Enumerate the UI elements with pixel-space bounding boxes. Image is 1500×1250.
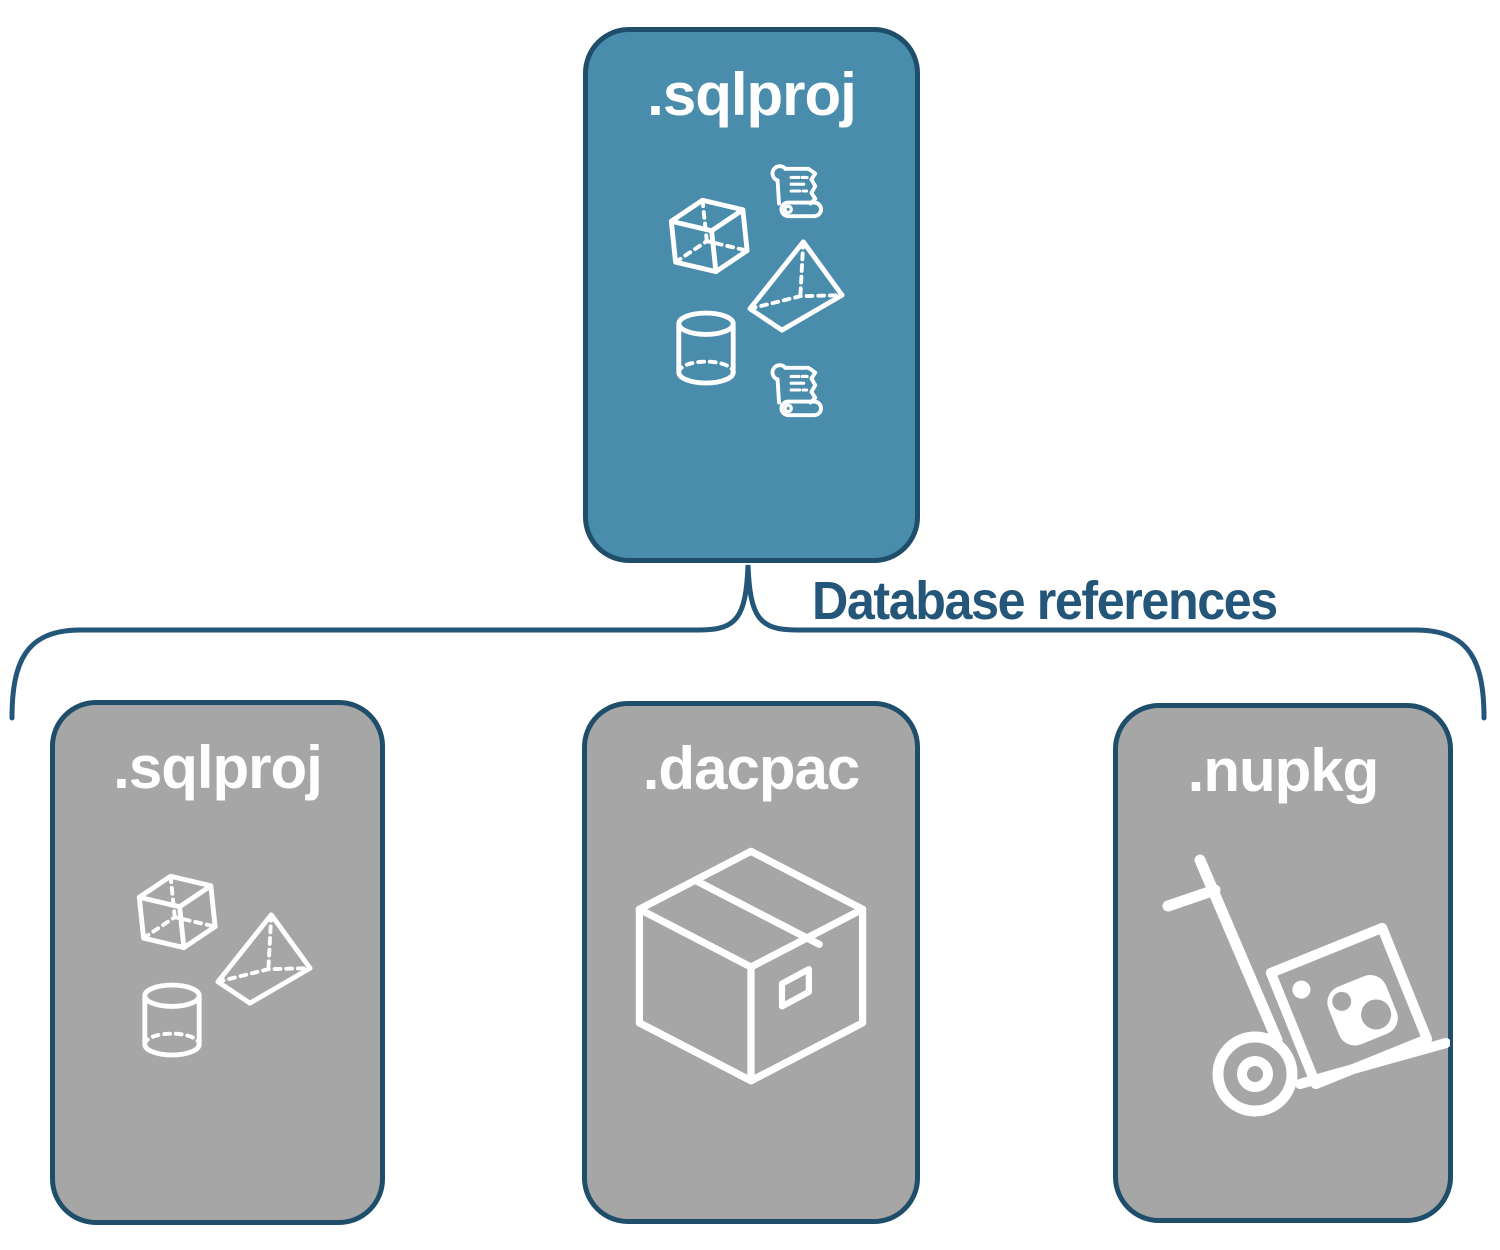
- cylinder-icon: [672, 309, 740, 389]
- scroll-icon: [765, 361, 823, 419]
- pyramid-icon: [744, 237, 848, 334]
- node-sqlproj-root: .sqlproj: [583, 27, 920, 563]
- node-title: .nupkg: [1187, 737, 1380, 804]
- cube-icon: [661, 186, 758, 283]
- scroll-icon: [765, 162, 823, 220]
- cube-icon: [129, 862, 226, 959]
- cylinder-icon: [138, 981, 206, 1061]
- node-title: .dacpac: [642, 735, 860, 802]
- hand-truck-icon: [1160, 854, 1450, 1119]
- node-nupkg: .nupkg: [1113, 703, 1453, 1223]
- pyramid-icon: [212, 910, 316, 1007]
- package-box-icon: [627, 841, 875, 1089]
- node-dacpac: .dacpac: [582, 701, 920, 1224]
- node-title: .sqlproj: [113, 734, 323, 801]
- node-title: .sqlproj: [647, 61, 857, 128]
- node-sqlproj-child: .sqlproj: [50, 700, 385, 1225]
- connector-label: Database references: [812, 571, 1278, 631]
